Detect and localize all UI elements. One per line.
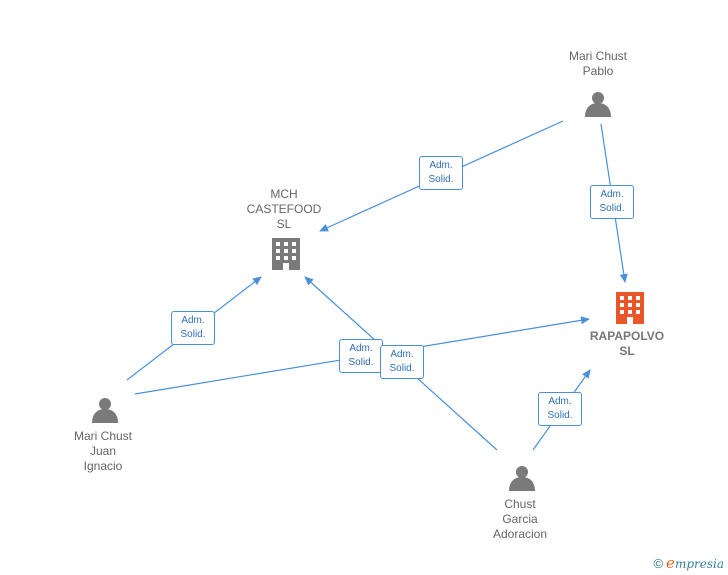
relation-badge[interactable]: Adm. Solid. — [171, 311, 215, 345]
brand-logo-initial: e — [666, 554, 675, 572]
node-label-mch-castefood[interactable]: MCH CASTEFOOD SL — [246, 187, 322, 231]
node-label-pablo[interactable]: Mari Chust Pablo — [568, 49, 627, 78]
person-icon[interactable] — [92, 398, 118, 423]
brand-logo-text: mpresia — [674, 557, 724, 571]
person-icon[interactable] — [585, 92, 611, 117]
building-icon[interactable] — [272, 238, 300, 270]
node-label-chust[interactable]: Chust Garcia Adoracion — [492, 497, 548, 541]
relation-badge[interactable]: Adm. Solid. — [380, 345, 424, 379]
relation-badge[interactable]: Adm. Solid. — [419, 156, 463, 190]
node-label-juan[interactable]: Mari Chust Juan Ignacio — [73, 429, 132, 473]
building-icon[interactable] — [616, 292, 644, 324]
relation-badge[interactable]: Adm. Solid. — [538, 392, 582, 426]
copyright-icon: © — [653, 556, 664, 571]
node-label-rapapolvo[interactable]: RAPAPOLVO SL — [589, 329, 665, 358]
person-icon[interactable] — [509, 466, 535, 491]
relation-badge[interactable]: Adm. Solid. — [590, 185, 634, 219]
brand-footer[interactable]: ©empresia — [653, 554, 724, 572]
relation-badge[interactable]: Adm. Solid. — [339, 339, 383, 373]
